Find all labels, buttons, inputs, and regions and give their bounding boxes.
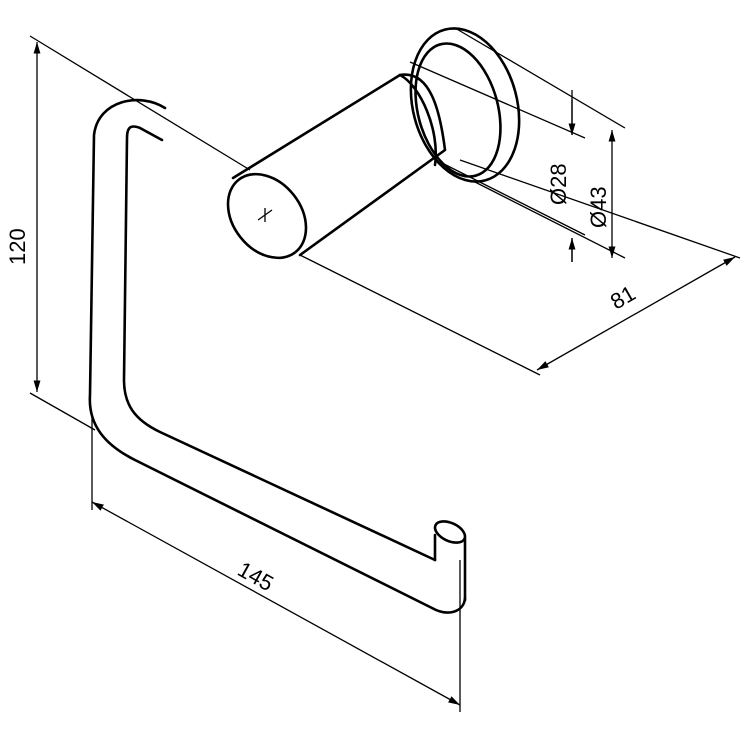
dim-diameter-inner-label: Ø28 [546, 163, 571, 205]
dimensions: 120 145 81 Ø28 Ø43 [5, 27, 741, 712]
hook-arm [88, 98, 467, 614]
dim-depth-label: 81 [606, 280, 640, 314]
dim-height-label: 120 [5, 228, 30, 265]
dim-width-label: 145 [234, 557, 278, 597]
dim-diameter-outer-label: Ø43 [586, 186, 611, 228]
wall-mount [226, 27, 521, 260]
